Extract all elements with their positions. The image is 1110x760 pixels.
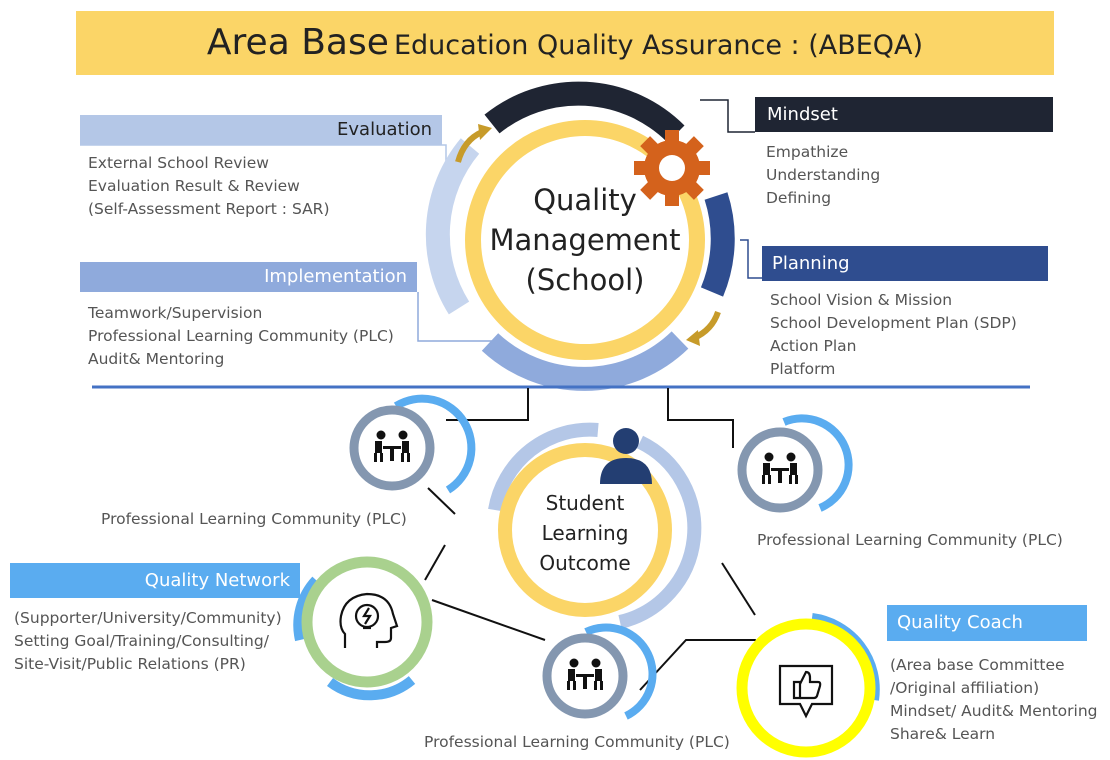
quality-network-item: Site-Visit/Public Relations (PR): [14, 655, 246, 673]
plc-label-left: Professional Learning Community (PLC): [101, 510, 407, 528]
network-connector: [427, 487, 456, 515]
plc-label-right: Professional Learning Community (PLC): [757, 531, 1063, 549]
student-outcome-label: Student Learning Outcome: [515, 488, 655, 578]
quality-network-list: (Supporter/University/Community) Setting…: [14, 607, 282, 676]
student-line-3: Outcome: [539, 551, 631, 575]
implementation-list: Teamwork/Supervision Professional Learni…: [88, 302, 394, 371]
implementation-connector: [417, 292, 496, 342]
center-line-1: Quality: [533, 183, 637, 217]
arrow-icon: [686, 330, 700, 346]
meeting-icon: [374, 430, 410, 462]
quality-coach-item: /Original affiliation): [890, 679, 1040, 697]
quality-coach-item: Mindset/ Audit& Mentoring: [890, 702, 1098, 720]
evaluation-item: Evaluation Result & Review: [88, 177, 300, 195]
planning-connector: [740, 239, 762, 279]
arrow-icon: [478, 124, 492, 140]
student-ring-outer: [618, 435, 702, 629]
gear-icon: [634, 130, 710, 206]
plc-label-bottom: Professional Learning Community (PLC): [424, 733, 730, 751]
mindset-item: Understanding: [766, 166, 881, 184]
student-line-1: Student: [545, 491, 625, 515]
plc-ring-accent: [584, 623, 657, 720]
quality-management-ring: [465, 120, 705, 360]
mindset-header: Mindset: [755, 97, 1053, 132]
thumbs-up-icon: [778, 664, 834, 719]
quality-coach-header-label: Quality Coach: [897, 612, 1023, 633]
planning-item: School Development Plan (SDP): [770, 314, 1017, 332]
person-icon: [600, 428, 652, 484]
mindset-item: Empathize: [766, 143, 849, 161]
arc-implementation: [481, 331, 689, 391]
network-ring-accent: [326, 676, 416, 701]
planning-header: Planning: [762, 246, 1048, 281]
lightbulb-head-icon: [339, 592, 399, 648]
page-title: Area Base Education Quality Assurance : …: [76, 11, 1054, 75]
evaluation-item: (Self-Assessment Report : SAR): [88, 200, 330, 218]
title-banner: [76, 11, 1054, 75]
mindset-connector: [700, 99, 755, 133]
center-line-3: (School): [525, 263, 645, 297]
quality-management-label: Quality Management (School): [485, 180, 685, 300]
quality-coach-item: (Area base Committee: [890, 656, 1065, 674]
plc-ring-accent: [782, 414, 853, 512]
evaluation-header-label: Evaluation: [337, 119, 432, 140]
mindset-list: Empathize Understanding Defining: [766, 141, 880, 210]
planning-item: School Vision & Mission: [770, 291, 953, 309]
implementation-header-label: Implementation: [264, 266, 407, 287]
quality-network-item: (Supporter/University/Community): [14, 609, 282, 627]
implementation-item: Professional Learning Community (PLC): [88, 327, 394, 345]
plc-ring-accent: [393, 394, 476, 494]
quality-coach-item: Share& Learn: [890, 725, 996, 743]
evaluation-header: Evaluation: [80, 115, 442, 145]
center-line-2: Management: [489, 223, 681, 257]
implementation-item: Audit& Mentoring: [88, 350, 225, 368]
network-ring-accent: [293, 576, 320, 642]
planning-item: Platform: [770, 360, 836, 378]
quality-network-item: Setting Goal/Training/Consulting/: [14, 632, 269, 650]
implementation-item: Teamwork/Supervision: [88, 304, 263, 322]
meeting-icon: [762, 452, 798, 484]
quality-network-header: Quality Network: [10, 563, 300, 598]
quality-network-header-label: Quality Network: [144, 570, 290, 591]
coach-ring: [736, 618, 876, 758]
arc-evaluation: [425, 138, 480, 315]
planning-header-label: Planning: [772, 253, 850, 274]
title-part2: Education Quality Assurance : (ABEQA): [393, 30, 924, 61]
arrow-icon: [455, 129, 484, 163]
quality-coach-header: Quality Coach: [887, 605, 1087, 641]
student-ring: [498, 443, 672, 617]
evaluation-item: External School Review: [88, 154, 269, 172]
network-connector: [424, 544, 446, 581]
arc-mindset: [484, 81, 685, 143]
network-connector: [721, 562, 756, 616]
meeting-icon: [567, 658, 603, 690]
planning-list: School Vision & Mission School Developme…: [770, 289, 1017, 381]
evaluation-list: External School Review Evaluation Result…: [88, 152, 330, 221]
quality-coach-list: (Area base Committee /Original affiliati…: [890, 654, 1097, 746]
network-connector: [667, 388, 734, 448]
student-line-2: Learning: [541, 521, 629, 545]
mindset-item: Defining: [766, 189, 832, 207]
student-ring-outer: [488, 422, 599, 512]
network-connector: [431, 599, 546, 641]
arc-planning: [700, 192, 735, 297]
network-connector: [446, 388, 529, 421]
title-part1: Area Base: [206, 22, 389, 63]
planning-item: Action Plan: [770, 337, 857, 355]
implementation-header: Implementation: [80, 262, 417, 292]
mindset-header-label: Mindset: [767, 104, 838, 125]
